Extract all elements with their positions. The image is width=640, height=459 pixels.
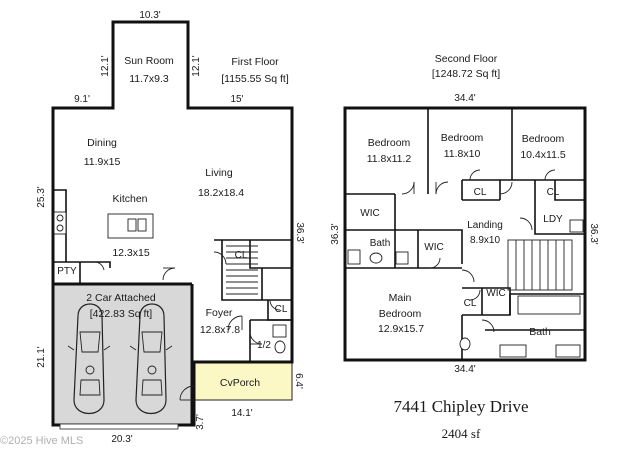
kitchen-pantry-walls xyxy=(53,189,111,284)
bath-sink-icon-3 xyxy=(395,251,409,265)
dim-porch-right: 6.4' xyxy=(293,373,304,389)
half-bath-walls xyxy=(249,319,292,362)
closet-label: CL xyxy=(235,250,248,261)
total-square-footage: 2404 sf xyxy=(442,426,481,441)
dim-garage-bottom: 20.3' xyxy=(111,434,132,445)
main-bedroom-size: 12.9x15.7 xyxy=(378,323,424,335)
living-size: 18.2x18.4 xyxy=(198,187,244,199)
bath-sink-icon-4 xyxy=(499,344,527,358)
main-bedroom-line1: Main xyxy=(389,292,412,304)
dim-left-top: 9.1' xyxy=(74,94,90,105)
bath-label-1: Bath xyxy=(370,238,391,249)
landing-size: 8.9x10 xyxy=(470,235,500,246)
porch-label: CvPorch xyxy=(220,377,260,389)
bedroom-1-size: 11.8x11.2 xyxy=(367,153,412,165)
dim-step: 3.7' xyxy=(195,414,206,430)
watermark: ©2025 Hive MLS xyxy=(0,435,83,447)
dining-name: Dining xyxy=(87,137,117,149)
bath-sink-icon xyxy=(272,324,287,338)
bath-sink-icon-5 xyxy=(555,344,581,358)
dim-left-side: 25.3' xyxy=(36,186,47,207)
car-icon-2 xyxy=(129,303,173,414)
toilet-icon-3 xyxy=(459,337,471,351)
garage-door xyxy=(59,423,179,430)
foyer-name: Foyer xyxy=(206,307,233,319)
dim-right-2: 36.3' xyxy=(588,223,599,244)
stairs-2 xyxy=(507,239,573,291)
wic-label-3: WIC xyxy=(486,288,505,299)
dim-porch-bottom: 14.1' xyxy=(231,408,252,419)
dim-sun-right: 12.1' xyxy=(191,55,202,76)
first-floor-exterior-wall xyxy=(51,20,294,427)
second-floor-title: Second Floor xyxy=(435,53,498,65)
dim-bottom-2: 34.4' xyxy=(454,364,475,375)
laundry-sink-icon xyxy=(569,219,584,233)
laundry-label: LDY xyxy=(543,214,563,225)
closet-label-c: CL xyxy=(464,298,477,309)
sun-room-name: Sun Room xyxy=(124,55,174,67)
kitchen-sink-icon-2 xyxy=(137,218,147,232)
pantry-label: PTY xyxy=(57,266,77,277)
sun-room-size: 11.7x9.3 xyxy=(129,73,169,85)
closet-label-a: CL xyxy=(474,187,487,198)
bedroom-3-size: 10.4x11.5 xyxy=(520,149,566,161)
property-address: 7441 Chipley Drive xyxy=(393,397,528,416)
door-swings xyxy=(95,251,281,401)
dim-top: 10.3' xyxy=(139,10,160,21)
main-bedroom-line2: Bedroom xyxy=(379,308,422,320)
bedroom-1-name: Bedroom xyxy=(368,137,411,149)
stairs xyxy=(226,245,258,295)
kitchen-size: 12.3x15 xyxy=(112,247,150,259)
landing-name: Landing xyxy=(467,220,503,231)
first-floor-area: [1155.55 Sq ft] xyxy=(221,73,289,85)
dim-left-2: 36.3' xyxy=(330,223,341,244)
second-floor: 34.4' 36.3' 36.3' 34.4' Second Floor [12… xyxy=(330,53,599,375)
garage-name: 2 Car Attached xyxy=(86,292,156,304)
dim-right-top: 15' xyxy=(230,94,243,105)
car-icon xyxy=(67,303,111,414)
bedroom-walls xyxy=(345,108,585,230)
bathtub-icon xyxy=(517,295,581,315)
bedroom-3-name: Bedroom xyxy=(522,133,565,145)
living-name: Living xyxy=(205,167,233,179)
garage-fill xyxy=(53,284,192,425)
door-swings-2 xyxy=(401,169,556,333)
first-floor-title: First Floor xyxy=(231,56,279,68)
wic-label-2: WIC xyxy=(424,242,443,253)
closet-label-2: CL xyxy=(275,304,288,315)
half-bath-label: 1/2 xyxy=(257,340,271,351)
wic-bath-walls xyxy=(345,229,463,269)
wic-label-1: WIC xyxy=(360,208,379,219)
stair-walls xyxy=(214,239,292,301)
kitchen-name: Kitchen xyxy=(112,193,147,205)
closet-label-b: CL xyxy=(547,187,560,198)
dim-sun-left: 12.1' xyxy=(100,55,111,76)
main-bath-walls xyxy=(461,293,585,360)
dining-size: 11.9x15 xyxy=(84,156,121,168)
dim-top-2: 34.4' xyxy=(454,93,475,104)
garage-area: [422.83 Sq ft] xyxy=(90,308,153,320)
toilet-icon-2 xyxy=(369,252,383,264)
foyer-size: 12.8x7.8 xyxy=(200,324,240,336)
laundry-walls xyxy=(461,180,585,235)
bath-label-2: Bath xyxy=(529,326,551,338)
bedroom-2-size: 11.8x10 xyxy=(444,148,481,160)
bedroom-2-name: Bedroom xyxy=(441,132,484,144)
second-floor-area: [1248.72 Sq ft] xyxy=(432,68,500,80)
toilet-icon xyxy=(274,340,286,354)
kitchen-sink-icon xyxy=(127,218,137,232)
dim-garage-side: 21.1' xyxy=(36,346,47,367)
porch-fill xyxy=(193,361,293,401)
dim-right-side: 36.3' xyxy=(294,222,305,243)
first-floor: 10.3' 12.1' 12.1' 9.1' 15' 25.3' 36.3' 2… xyxy=(36,10,305,445)
bath-sink-icon-2 xyxy=(347,249,361,265)
